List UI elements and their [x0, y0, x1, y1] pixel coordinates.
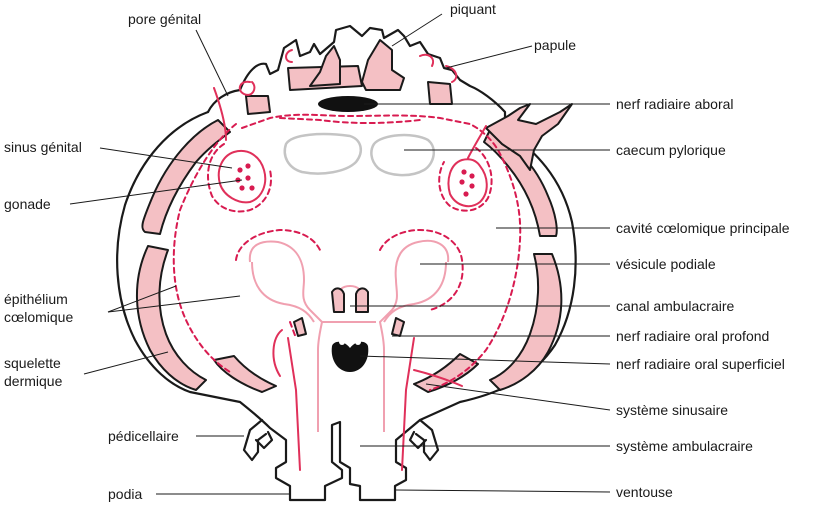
spine-right-long: [486, 104, 572, 170]
label-nerf-oral-profond: nerf radiaire oral profond: [616, 328, 769, 344]
label-epithelium-line2: cœlomique: [4, 309, 73, 325]
label-pedicellaire: pédicellaire: [108, 428, 179, 444]
label-papule: papule: [534, 37, 576, 53]
label-ventouse: ventouse: [616, 484, 673, 500]
label-systeme-sinusaire: système sinusaire: [616, 402, 728, 418]
plate-left-lower: [137, 246, 206, 390]
label-nerf-radiaire-aboral: nerf radiaire aboral: [616, 96, 734, 112]
pyloric-caeca: [285, 134, 434, 175]
plate-dorsal-right-small: [428, 82, 452, 104]
plate-left-upper: [142, 120, 230, 234]
label-squelette-line2: dermique: [4, 373, 63, 389]
label-sinus-genital: sinus génital: [4, 139, 82, 155]
label-cavite-coelomique: cavité cœlomique principale: [616, 220, 790, 236]
spine-center-right: [362, 40, 404, 90]
label-systeme-ambulacraire: système ambulacraire: [616, 438, 753, 454]
plate-dorsal-left-small: [246, 96, 270, 114]
label-podia: podia: [108, 486, 142, 502]
label-canal-ambulacraire: canal ambulacraire: [616, 298, 734, 314]
label-squelette-line1: squelette: [4, 355, 61, 371]
label-caecum-pylorique: caecum pylorique: [616, 142, 726, 158]
gonad-right: [439, 126, 491, 211]
label-epithelium-line1: épithélium: [4, 291, 68, 307]
plate-bottom-left: [214, 356, 276, 392]
label-gonade: gonade: [4, 196, 51, 212]
label-vesicule-podiale: vésicule podiale: [616, 256, 716, 272]
plate-right-lower: [490, 254, 561, 390]
label-pore-genital: pore génital: [128, 11, 201, 27]
spine-center-left: [310, 46, 340, 86]
label-nerf-oral-superficiel: nerf radiaire oral superficiel: [616, 356, 785, 372]
label-piquant: piquant: [450, 1, 496, 17]
